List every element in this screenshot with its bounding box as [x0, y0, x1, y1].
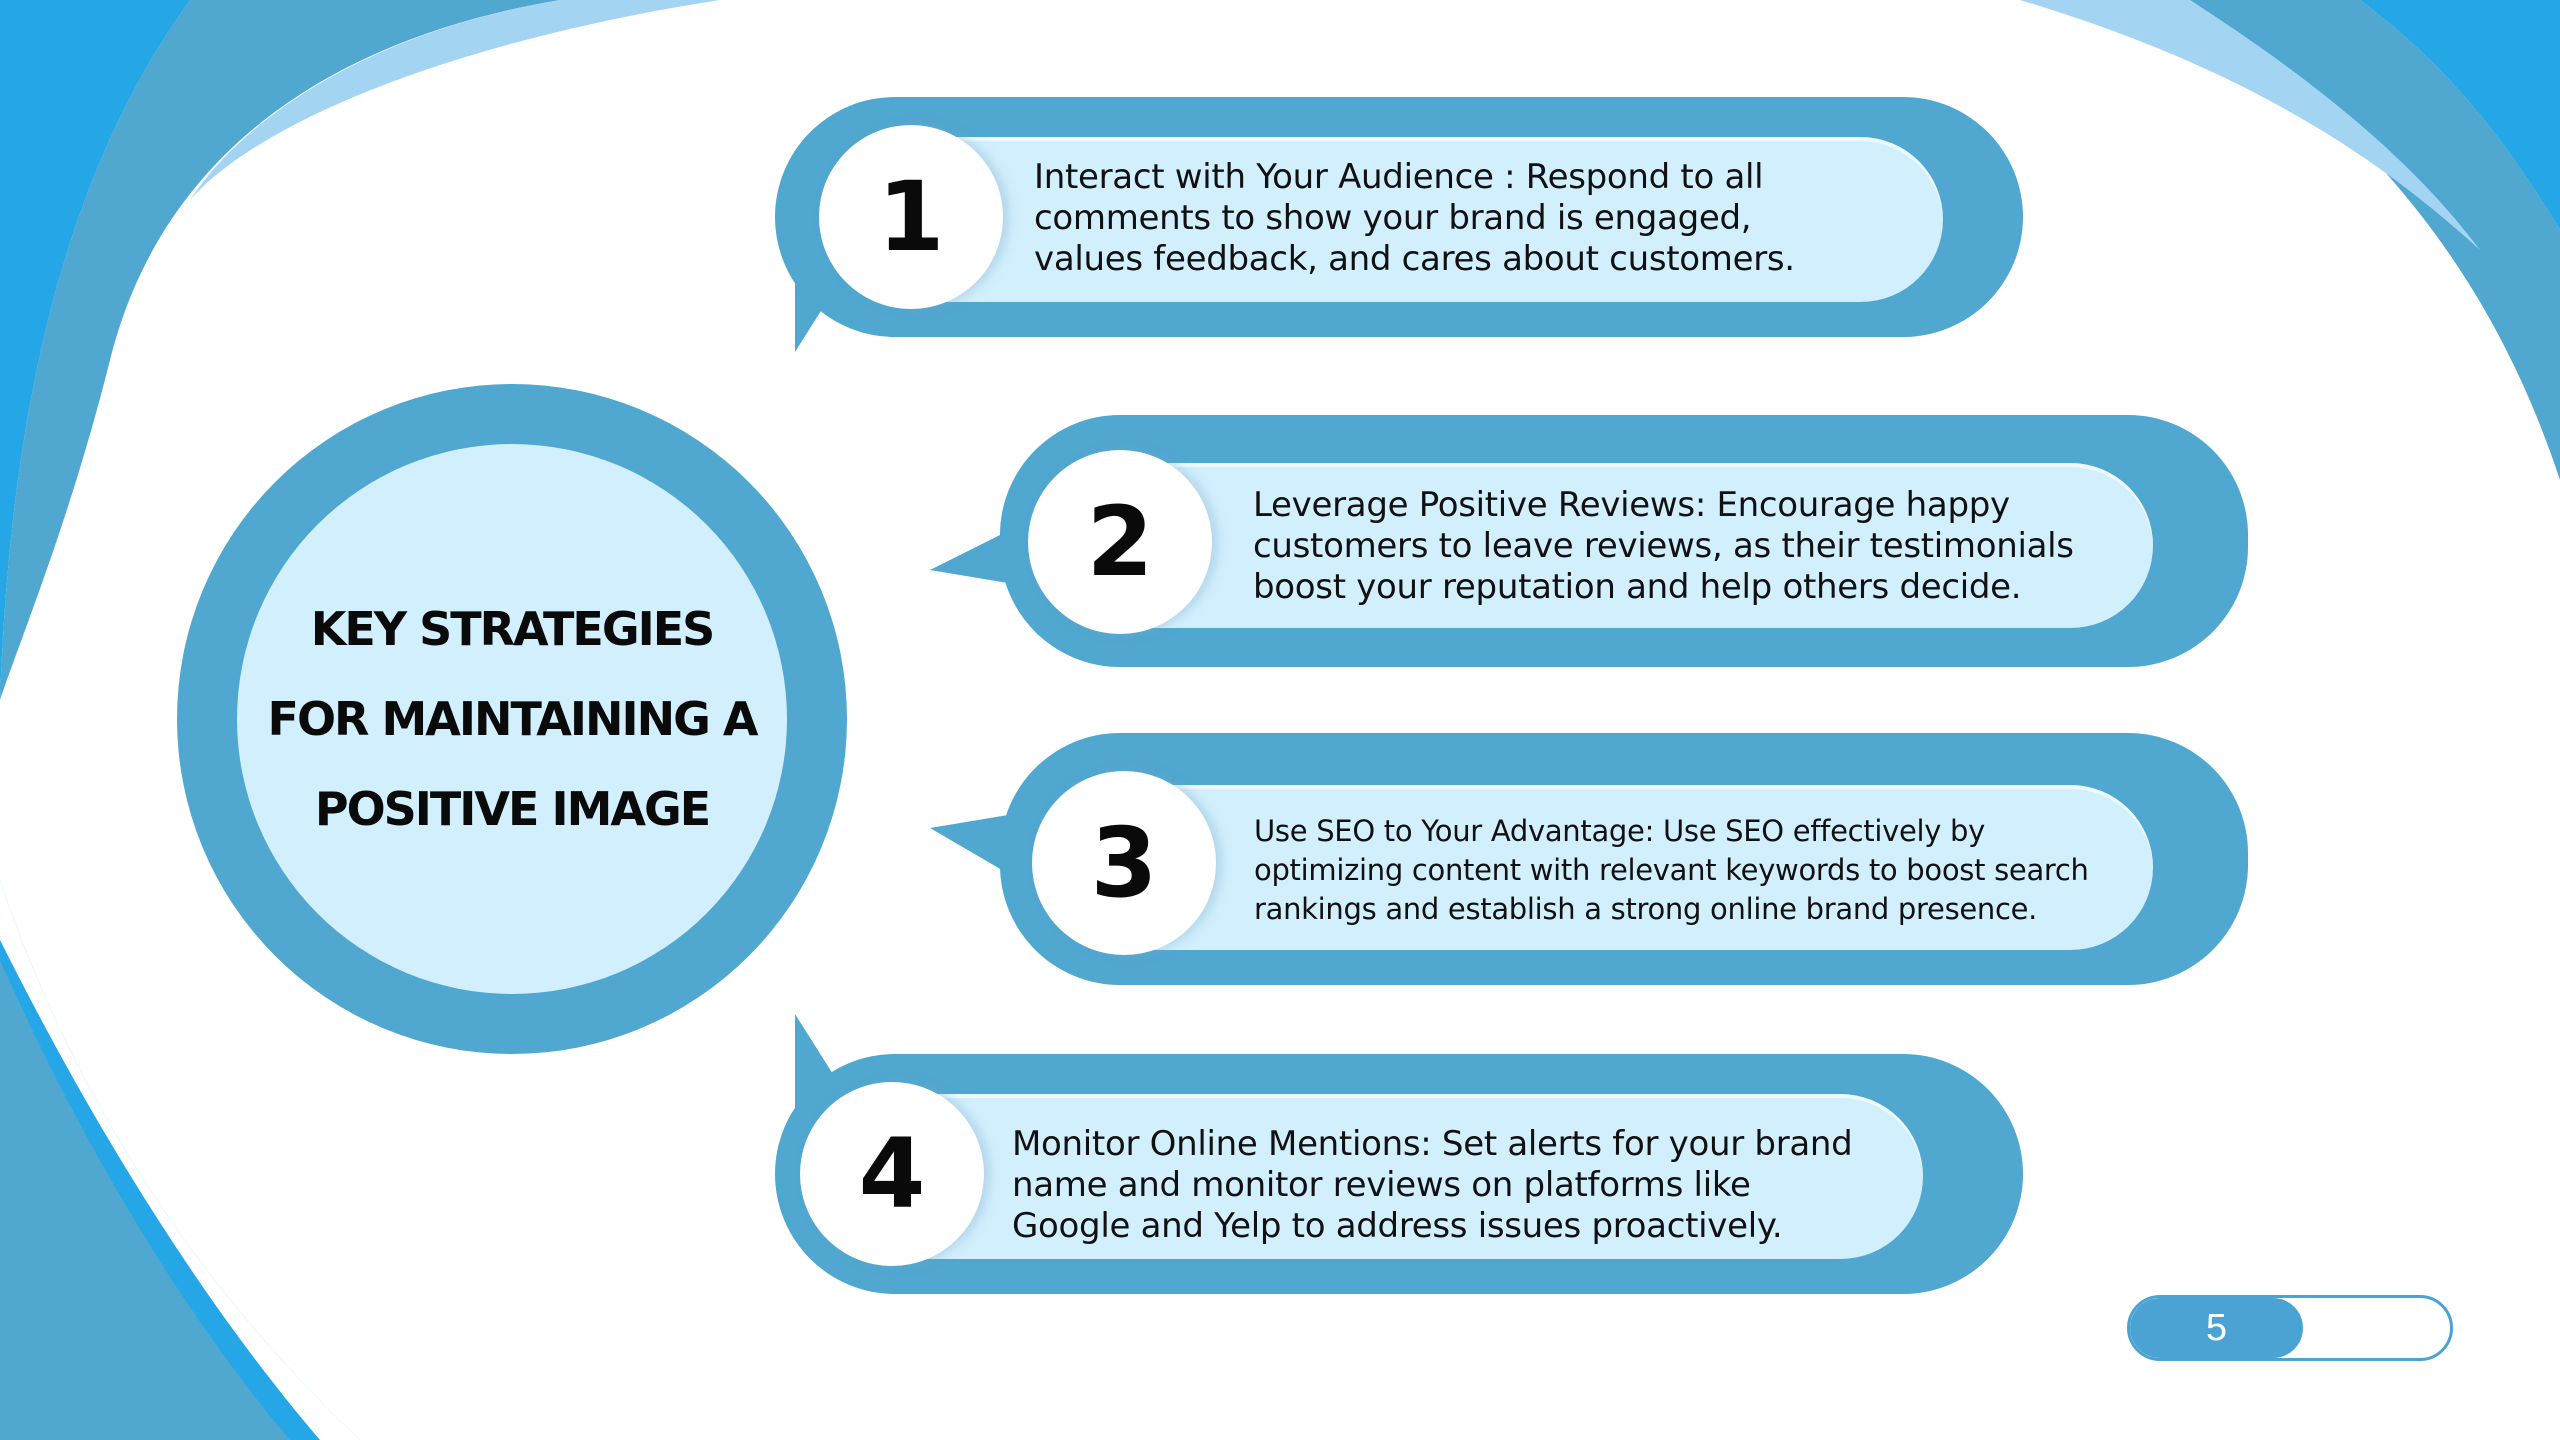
- strategy-text: Use SEO to Your Advantage: Use SEO effec…: [1254, 812, 2089, 929]
- bubble-body: [835, 137, 1943, 302]
- strategy-text: Leverage Positive Reviews: Encourage hap…: [1253, 485, 2074, 608]
- strategy-text-line: Leverage Positive Reviews: Encourage hap…: [1253, 485, 2010, 525]
- strategy-bubble-3: 3 Use SEO to Your Advantage: Use SEO eff…: [930, 733, 2248, 985]
- strategy-number: 1: [877, 161, 945, 273]
- title-line-3: POSITIVE IMAGE: [314, 782, 711, 836]
- bubble-body: [1060, 785, 2153, 950]
- page-number: 5: [2205, 1306, 2227, 1349]
- strategy-text-line: values feedback, and cares about custome…: [1034, 239, 1795, 279]
- title-line-2: FOR MAINTAINING A: [267, 692, 759, 746]
- left-wave-pale: [190, 0, 720, 200]
- strategy-number: 4: [858, 1118, 926, 1230]
- bubble-body: [1060, 463, 2153, 628]
- page-indicator: 5: [2127, 1295, 2453, 1361]
- strategy-text-line: boost your reputation and help others de…: [1253, 567, 2022, 607]
- page-indicator-fill: 5: [2130, 1298, 2303, 1358]
- strategy-text-line: optimizing content with relevant keyword…: [1254, 853, 2089, 887]
- left-wave: [0, 0, 190, 700]
- strategy-text-line: comments to show your brand is engaged,: [1034, 198, 1752, 238]
- title-line-1: KEY STRATEGIES: [310, 602, 716, 656]
- bubble-body: [835, 1094, 1923, 1259]
- strategy-bubble-4: 4 Monitor Online Mentions: Set alerts fo…: [775, 1014, 2023, 1294]
- strategy-text-line: Use SEO to Your Advantage: Use SEO effec…: [1254, 814, 1986, 848]
- number-disc: 4: [800, 1082, 984, 1266]
- strategy-bubble-1: 1 Interact with Your Audience : Respond …: [775, 97, 2023, 352]
- number-disc: 2: [1028, 450, 1212, 634]
- right-wave: [2360, 0, 2560, 230]
- strategy-text-line: rankings and establish a strong online b…: [1254, 892, 2038, 926]
- right-wave-accent: [2190, 0, 2560, 480]
- strategy-number: 2: [1086, 486, 1154, 598]
- strategy-text: Monitor Online Mentions: Set alerts for …: [1012, 1124, 1853, 1247]
- strategy-text-line: Google and Yelp to address issues proact…: [1012, 1206, 1783, 1246]
- title-circle-inner: KEY STRATEGIES FOR MAINTAINING A POSITIV…: [237, 444, 787, 994]
- strategy-text-line: Interact with Your Audience : Respond to…: [1034, 157, 1764, 197]
- number-disc: 1: [819, 125, 1003, 309]
- right-wave-pale: [2020, 0, 2480, 250]
- bottom-left-inner: [0, 960, 290, 1440]
- strategy-text-line: name and monitor reviews on platforms li…: [1012, 1165, 1751, 1205]
- strategy-text: Interact with Your Audience : Respond to…: [1034, 157, 1795, 280]
- number-disc: 3: [1032, 771, 1216, 955]
- strategy-text-line: Monitor Online Mentions: Set alerts for …: [1012, 1124, 1853, 1164]
- title-circle: KEY STRATEGIES FOR MAINTAINING A POSITIV…: [177, 384, 847, 1054]
- strategy-bubble-2: 2 Leverage Positive Reviews: Encourage h…: [930, 415, 2248, 667]
- strategy-text-line: customers to leave reviews, as their tes…: [1253, 526, 2074, 566]
- strategy-number: 3: [1090, 807, 1158, 919]
- slide-title: KEY STRATEGIES FOR MAINTAINING A POSITIV…: [252, 584, 772, 854]
- left-wave-accent: [0, 0, 560, 700]
